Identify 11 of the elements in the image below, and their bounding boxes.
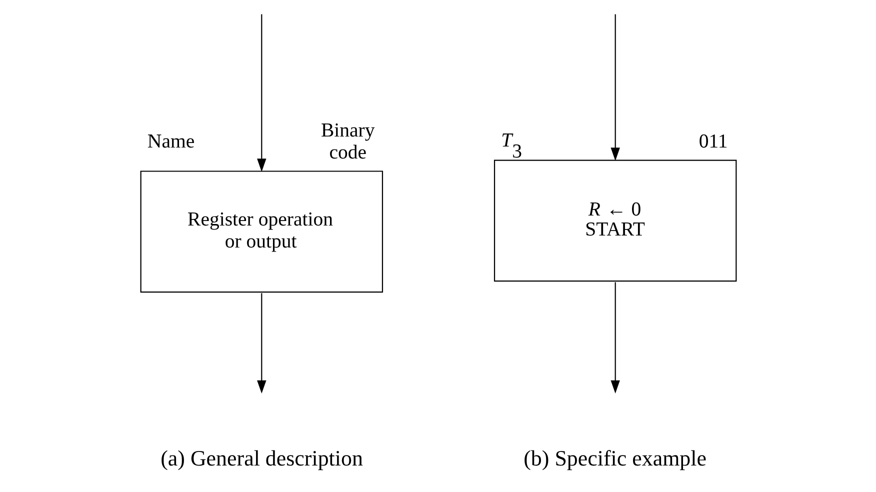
arrow (256, 292, 266, 394)
arrow (610, 14, 620, 160)
node-box: R ← 0 START (493, 159, 736, 282)
label: (a) General description (160, 444, 362, 470)
node-box: Register operation or output (140, 170, 383, 292)
node-label: 011 (698, 130, 728, 152)
arrow (256, 14, 266, 172)
node-label: Name (146, 130, 194, 152)
arrow (610, 282, 620, 394)
node-label: Binary code (320, 119, 374, 164)
label: (b) Specific example (523, 444, 706, 470)
